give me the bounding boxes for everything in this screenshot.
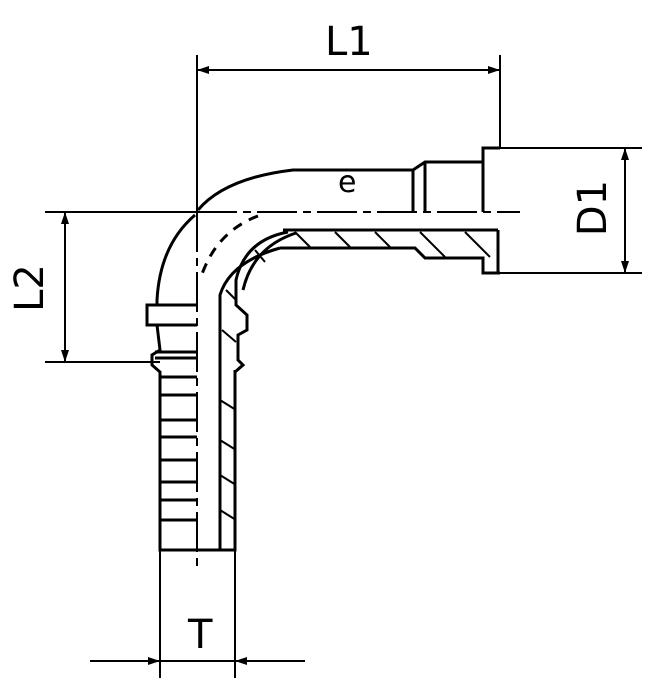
dimension-label-L2: L2 <box>6 264 53 312</box>
marking-label: e <box>338 165 357 200</box>
hose-stem-ribs <box>155 350 197 522</box>
extension-lines <box>45 55 642 678</box>
dimension-label-D1: D1 <box>570 179 617 237</box>
section-hatching <box>219 231 491 521</box>
centerline <box>196 211 520 570</box>
fitting-body <box>145 146 500 552</box>
dimension-label-L1: L1 <box>325 19 373 65</box>
dimension-label-T: T <box>188 612 213 658</box>
